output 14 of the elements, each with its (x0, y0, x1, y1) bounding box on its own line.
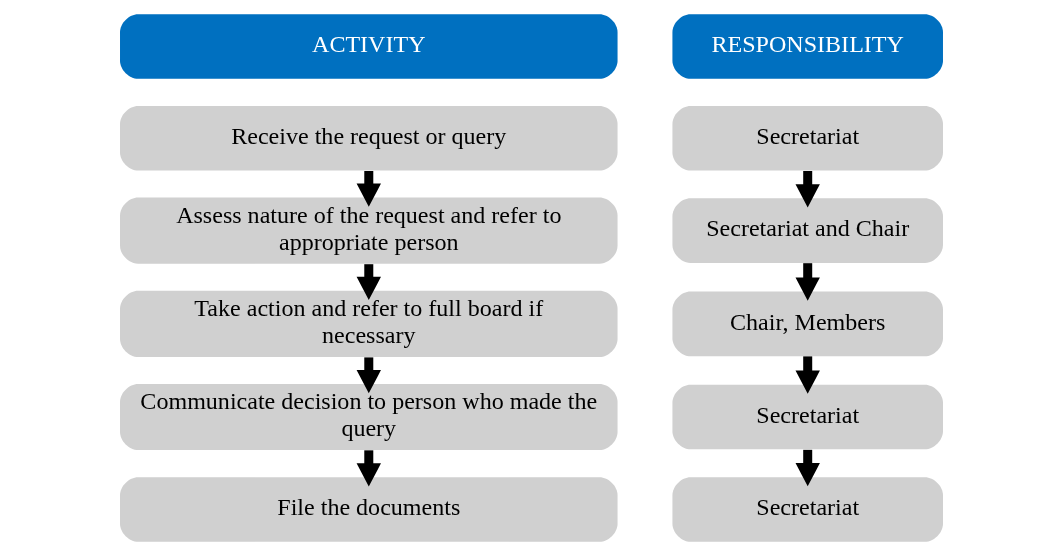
node-box: RESPONSIBILITY (671, 14, 943, 79)
arrow (795, 263, 820, 301)
node-box: File the documents (119, 477, 618, 542)
node-box: Communicate decision to person who made the query (119, 383, 618, 451)
node-box: Secretariat (671, 105, 943, 171)
node-box: Receive the request or query (119, 105, 618, 171)
node-box: ACTIVITY (119, 14, 618, 79)
node-box: Secretariat and Chair (671, 198, 943, 263)
node-box: Assess nature of the request and refer to appropriate person (119, 197, 618, 264)
node-box: Secretariat (671, 477, 943, 542)
node-box: Chair, Members (671, 291, 943, 357)
node-box: Take action and refer to full board if necessary (119, 290, 618, 357)
node-box: Secretariat (671, 384, 943, 450)
arrow (795, 356, 820, 394)
